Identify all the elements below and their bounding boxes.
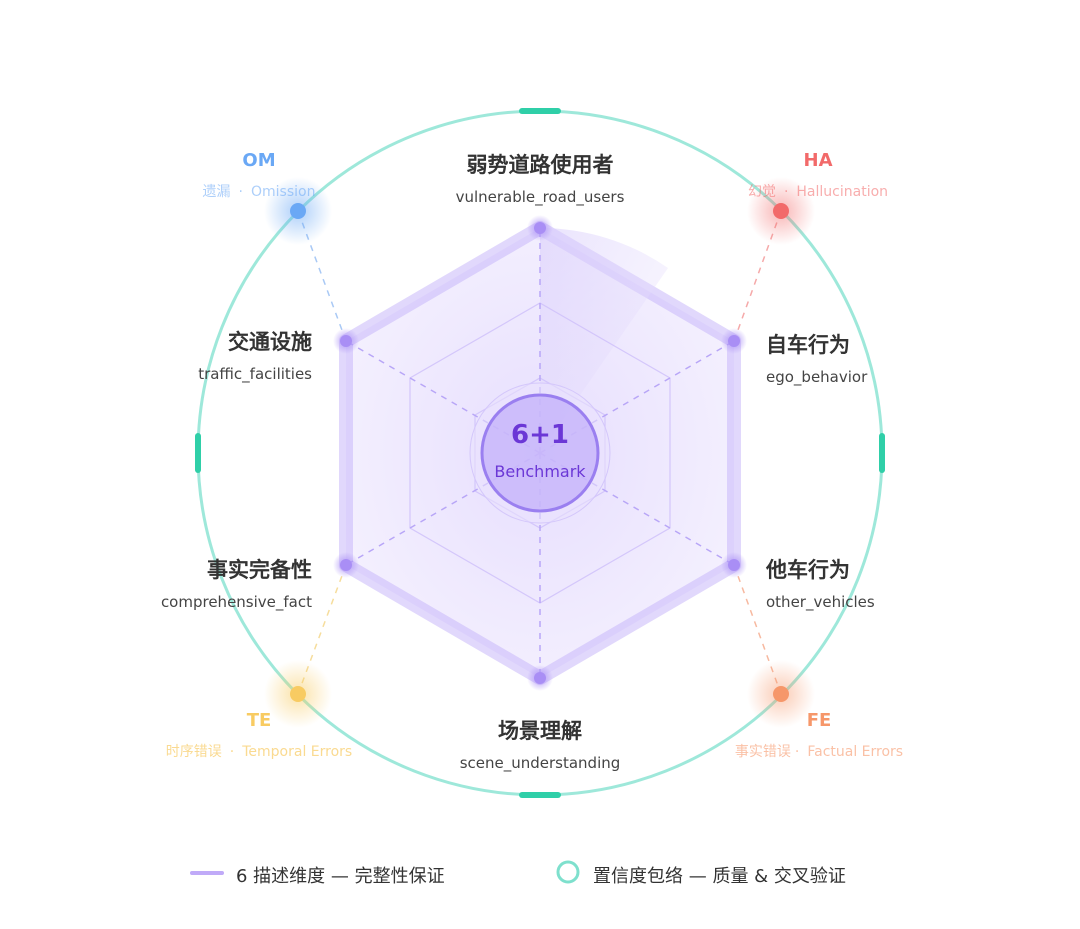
error-desc-te: 时序错误·Temporal Errors — [166, 744, 352, 760]
vertex-node — [534, 672, 546, 684]
error-code-ha: HA — [804, 150, 833, 171]
error-code-te: TE — [247, 710, 272, 731]
error-code-om: OM — [242, 150, 275, 171]
error-desc-fe: 事实错误·Factual Errors — [735, 744, 903, 760]
legend-dims-label: 6 描述维度 — 完整性保证 — [236, 866, 445, 887]
legend: 6 描述维度 — 完整性保证 置信度包络 — 质量 & 交叉验证 — [190, 860, 846, 887]
dim-label-en: scene_understanding — [460, 754, 621, 773]
vertex-node — [340, 335, 352, 347]
legend-ring-swatch — [556, 860, 580, 884]
dim-label-en: comprehensive_fact — [161, 593, 312, 612]
error-node-ha — [747, 177, 815, 245]
dim-label-en: other_vehicles — [766, 593, 875, 612]
center-badge — [480, 393, 600, 513]
dim-label-zh: 自车行为 — [766, 333, 850, 357]
center-subtitle: Benchmark — [494, 462, 586, 481]
legend-ring-label: 置信度包络 — 质量 & 交叉验证 — [593, 866, 846, 887]
center-title: 6+1 — [511, 420, 569, 450]
dim-label-zh: 他车行为 — [765, 558, 850, 582]
error-desc-ha: 幻觉·Hallucination — [748, 184, 888, 200]
dim-label-en: traffic_facilities — [198, 365, 312, 384]
dim-label-en: ego_behavior — [766, 368, 868, 387]
error-code-fe: FE — [807, 710, 832, 731]
dim-label-zh: 事实完备性 — [207, 558, 312, 582]
error-desc-om: 遗漏·Omission — [203, 184, 316, 200]
dim-label-zh: 场景理解 — [498, 719, 582, 743]
dim-label-zh: 弱势道路使用者 — [467, 153, 614, 177]
error-node-om — [264, 177, 332, 245]
vertex-nodes — [333, 215, 747, 691]
error-node-te — [264, 660, 332, 728]
dim-label-zh: 交通设施 — [228, 330, 312, 354]
error-node-fe — [747, 660, 815, 728]
vertex-node — [340, 559, 352, 571]
vertex-node — [728, 335, 740, 347]
dim-label-en: vulnerable_road_users — [456, 188, 625, 207]
vertex-node — [728, 559, 740, 571]
vertex-node — [534, 222, 546, 234]
